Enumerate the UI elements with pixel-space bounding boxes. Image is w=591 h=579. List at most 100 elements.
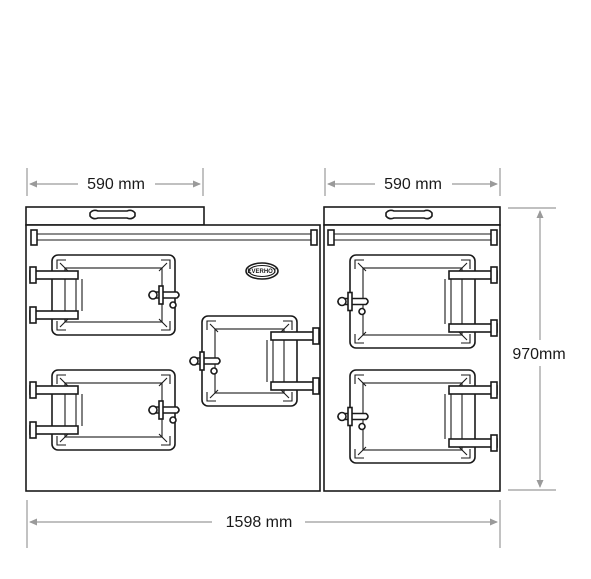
latch-post: [158, 400, 164, 420]
height-label: 970mm: [512, 346, 565, 363]
total-width-label: 1598 mm: [226, 514, 293, 531]
height-arrow-bottom: [536, 480, 544, 488]
door-corner-diagonal: [158, 262, 168, 272]
door-hinge: [270, 381, 320, 391]
door-corner-diagonal: [158, 377, 168, 387]
door-hinge: [448, 438, 498, 448]
latch-knob: [189, 356, 199, 366]
door-corner-diagonal: [458, 377, 468, 387]
door-corner-diagonal: [59, 433, 69, 443]
right-rail-bracket-right: [490, 229, 498, 246]
left-bottom-oven-door[interactable]: [29, 369, 180, 451]
door-hinge-pin: [490, 319, 498, 337]
right-width-label: 590 mm: [384, 176, 442, 193]
door-corner-mark: [161, 321, 171, 331]
latch-knob: [337, 411, 347, 422]
door-hinge-pin: [29, 306, 37, 324]
door-hinge-pin: [490, 434, 498, 452]
door-corner-mark: [283, 320, 293, 330]
latch-rivet: [358, 307, 366, 316]
everhot-logo: EVERHOT: [245, 262, 279, 280]
left-lid-handle: [89, 209, 136, 220]
latch-rivet: [210, 367, 218, 375]
door-hinge: [29, 425, 79, 435]
door-hinge: [448, 385, 498, 395]
total-width-arrow-left: [29, 518, 37, 526]
door-corner-diagonal: [59, 262, 69, 272]
door-corner-diagonal: [158, 433, 168, 443]
door-corner-mark: [206, 320, 216, 330]
door-corner-mark: [461, 334, 471, 344]
door-corner-mark: [161, 259, 171, 269]
latch-post: [158, 285, 164, 305]
right-bottom-oven-door[interactable]: [337, 369, 498, 464]
door-corner-mark: [461, 449, 471, 459]
door-corner-mark: [461, 259, 471, 269]
door-corner-diagonal: [209, 389, 219, 399]
height-dimension: 970mm: [508, 207, 566, 491]
door-corner-diagonal: [458, 262, 468, 272]
total-width-dimension: 1598 mm: [26, 500, 501, 548]
right-rail-bracket-left: [327, 229, 335, 246]
door-corner-diagonal: [357, 262, 367, 272]
height-arrow-top: [536, 210, 544, 218]
door-corner-diagonal: [357, 377, 367, 387]
door-corner-mark: [206, 392, 216, 402]
door-corner-mark: [56, 259, 66, 269]
door-corner-diagonal: [357, 446, 367, 456]
door-corner-diagonal: [458, 446, 468, 456]
right-width-dimension: 590 mm: [324, 168, 501, 196]
latch-rivet: [169, 416, 177, 424]
latch-post: [199, 351, 205, 371]
door-hinge-pin: [312, 377, 320, 395]
latch-post: [347, 291, 353, 312]
door-corner-mark: [56, 321, 66, 331]
door-corner-diagonal: [280, 323, 290, 333]
right-width-arrow-right: [490, 180, 498, 188]
latch-post: [347, 406, 353, 427]
door-hinge: [448, 270, 498, 280]
door-hinge-pin: [29, 266, 37, 284]
door-hinge: [29, 310, 79, 320]
door-corner-diagonal: [209, 323, 219, 333]
logo-text: EVERHOT: [247, 269, 276, 275]
left-width-arrow-right: [193, 180, 201, 188]
right-lid-handle: [385, 209, 433, 220]
door-corner-diagonal: [458, 331, 468, 341]
door-hinge: [448, 323, 498, 333]
door-corner-mark: [354, 449, 364, 459]
right-width-arrow-left: [327, 180, 335, 188]
door-corner-mark: [283, 392, 293, 402]
left-top-oven-door[interactable]: [29, 254, 180, 336]
left-width-arrow-left: [29, 180, 37, 188]
latch-knob: [148, 405, 158, 415]
door-corner-diagonal: [280, 389, 290, 399]
door-hinge-pin: [29, 381, 37, 399]
door-hinge: [29, 385, 79, 395]
right-top-oven-door[interactable]: [337, 254, 498, 349]
latch-rivet: [358, 422, 366, 431]
door-corner-mark: [56, 436, 66, 446]
door-corner-mark: [461, 374, 471, 384]
left-rail-bracket-left: [30, 229, 38, 246]
door-corner-diagonal: [357, 331, 367, 341]
door-hinge-pin: [490, 266, 498, 284]
door-hinge-pin: [490, 381, 498, 399]
door-corner-diagonal: [158, 318, 168, 328]
left-width-dimension: 590 mm: [26, 168, 204, 196]
centre-oven-door[interactable]: [189, 315, 320, 407]
door-corner-mark: [161, 374, 171, 384]
door-corner-mark: [354, 259, 364, 269]
door-corner-mark: [161, 436, 171, 446]
door-corner-mark: [56, 374, 66, 384]
total-width-arrow-right: [490, 518, 498, 526]
door-hinge-pin: [29, 421, 37, 439]
door-hinge: [29, 270, 79, 280]
latch-knob: [148, 290, 158, 300]
door-hinge-pin: [312, 327, 320, 345]
latch-rivet: [169, 301, 177, 309]
door-corner-mark: [354, 374, 364, 384]
door-corner-diagonal: [59, 318, 69, 328]
latch-knob: [337, 296, 347, 307]
door-corner-mark: [354, 334, 364, 344]
